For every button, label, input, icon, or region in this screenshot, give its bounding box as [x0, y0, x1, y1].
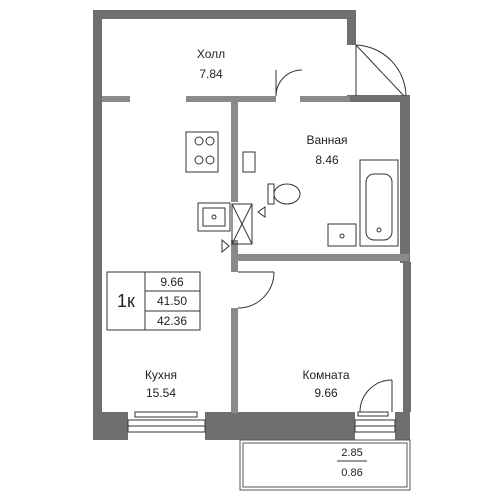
kitchen-name: Кухня [145, 368, 177, 382]
washing-machine-icon [327, 223, 357, 247]
toilet-icon [267, 183, 301, 205]
room-area: 9.66 [314, 386, 338, 400]
living-area-value: 9.66 [160, 275, 184, 289]
utility-shaft [221, 203, 266, 254]
balcony-reduced-area: 0.86 [341, 467, 362, 479]
hall-name: Холл [197, 47, 225, 61]
stove-icon [185, 131, 219, 173]
room-name: Комната [303, 368, 350, 382]
bathroom-name: Ванная [306, 133, 347, 147]
radiators [134, 411, 389, 418]
apartment-type: 1к [117, 291, 135, 311]
balcony-door [359, 379, 393, 413]
room-door [237, 271, 275, 309]
bathroom-door [275, 69, 303, 97]
windows [127, 419, 396, 433]
bathroom-area: 8.46 [315, 153, 339, 167]
walls [93, 10, 411, 440]
total-area-value: 41.50 [157, 294, 187, 308]
bath-sink-icon [242, 151, 256, 173]
kitchen-sink-icon [197, 202, 231, 232]
interior-walls [102, 96, 409, 413]
bathtub-icon [359, 159, 399, 247]
balcony [239, 439, 411, 491]
hall-area: 7.84 [199, 67, 223, 81]
area-summary-table [106, 271, 201, 331]
entrance-door [355, 44, 407, 97]
balcony-area: 2.85 [341, 447, 362, 459]
balcony-total-area-value: 42.36 [157, 314, 187, 328]
kitchen-area: 15.54 [146, 386, 176, 400]
